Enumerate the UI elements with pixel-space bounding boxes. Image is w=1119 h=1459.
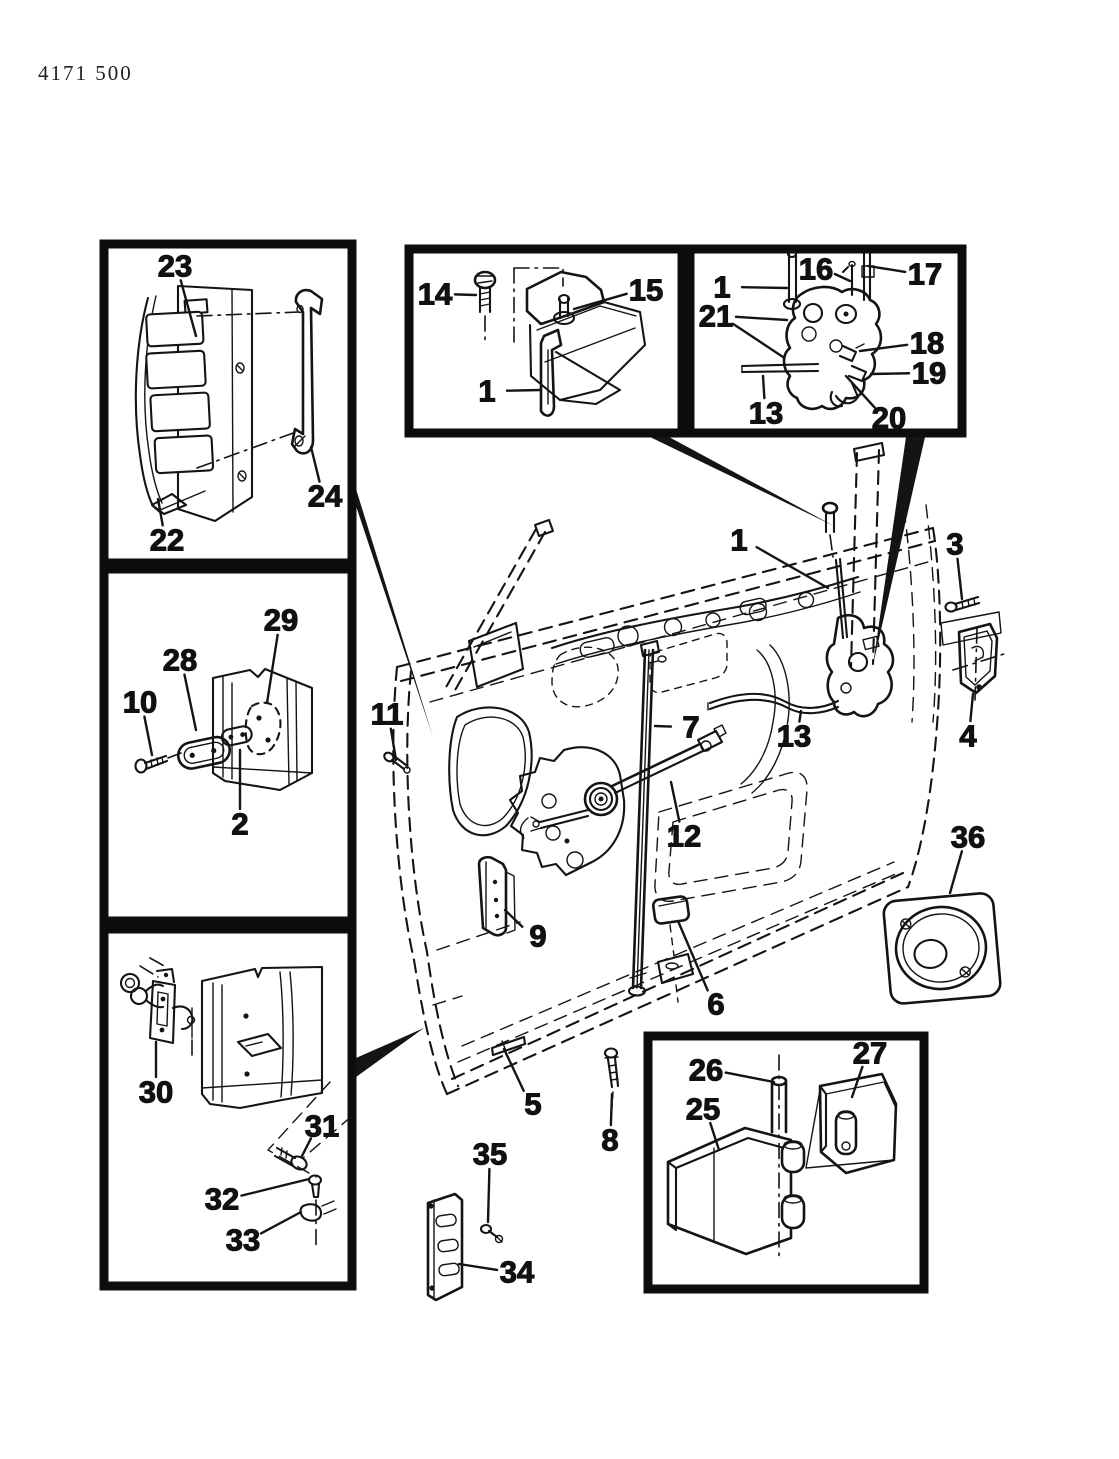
- callout-leader: [179, 279, 198, 338]
- callout-leader: [724, 1071, 776, 1084]
- callout-label: 1: [478, 374, 495, 409]
- inset-latch-detail: [740, 249, 883, 411]
- inset-frames: [99, 239, 967, 1294]
- callout-label: 28: [163, 643, 197, 678]
- spacer-block: [651, 895, 695, 1003]
- callout-label: 5: [524, 1087, 541, 1122]
- callout-leader: [143, 715, 154, 757]
- callout-label: 18: [910, 326, 944, 361]
- callout-label: 8: [601, 1123, 618, 1158]
- front-screw: [383, 751, 411, 774]
- callout-label: 1: [730, 523, 747, 558]
- callout-leader: [956, 557, 964, 601]
- callout-label: 10: [123, 685, 157, 720]
- callout-leader: [503, 908, 524, 928]
- callout-label: 29: [264, 603, 298, 638]
- callout-label: 36: [951, 820, 985, 855]
- glass-run-channel: [627, 639, 667, 997]
- callout-label: 17: [908, 257, 942, 292]
- lower-plate: [426, 1192, 504, 1302]
- inset-armrest-bracket: [134, 284, 324, 523]
- callout-label: 4: [959, 719, 977, 754]
- callout-leader: [486, 1167, 491, 1224]
- callout-label: 27: [853, 1036, 887, 1071]
- callout-leader: [731, 322, 785, 359]
- callout-label: 35: [473, 1137, 507, 1172]
- callout-leader: [850, 1065, 864, 1099]
- callout-label: 11: [371, 697, 404, 732]
- callout-label: 19: [912, 356, 946, 391]
- callout-label: 2: [231, 807, 248, 842]
- door-latch: [821, 501, 895, 718]
- callout-label: 32: [205, 1182, 239, 1217]
- callout-leader: [669, 780, 681, 823]
- callout-label: 12: [667, 819, 701, 854]
- callout-leader: [866, 264, 907, 274]
- callout-label: 6: [707, 987, 724, 1022]
- inset-door-check: [119, 957, 353, 1251]
- callout-leader: [156, 497, 164, 527]
- inset-striker-pillar: [134, 667, 314, 792]
- callout-leader: [309, 445, 321, 483]
- callout-leader: [609, 1092, 614, 1127]
- callout-label: 20: [872, 401, 906, 436]
- callout-label: 1: [713, 270, 730, 305]
- callout-label: 31: [305, 1109, 339, 1144]
- callout-label: 30: [139, 1075, 173, 1110]
- callout-leader: [740, 286, 789, 290]
- callout-leader: [676, 919, 709, 992]
- callout-label: 7: [682, 710, 699, 745]
- callout-label: 16: [799, 252, 833, 287]
- callout-label: 9: [529, 919, 546, 954]
- callout-leader: [259, 1210, 303, 1235]
- callout-leader: [300, 1137, 313, 1158]
- callout-leader: [505, 388, 543, 392]
- striker-and-bolt: [940, 595, 1005, 701]
- callout-leader: [502, 1047, 525, 1092]
- callout-label: 15: [629, 273, 663, 308]
- callout-leader: [709, 1121, 721, 1152]
- callout-label: 23: [158, 249, 192, 284]
- inset-glass-bracket: [473, 267, 647, 417]
- callout-label: 13: [777, 719, 811, 754]
- callout-leader: [240, 1177, 311, 1197]
- callout-leader: [833, 272, 852, 283]
- callout-label: 33: [226, 1223, 260, 1258]
- inset-hinges: [666, 1054, 898, 1261]
- callout-leader: [761, 374, 766, 400]
- callout-label: 25: [686, 1092, 720, 1127]
- callout-label: 22: [150, 523, 184, 558]
- speaker-grille: [882, 892, 1002, 1005]
- callout-leader: [457, 1262, 499, 1272]
- guide-bracket: [477, 855, 516, 937]
- callout-leader: [858, 343, 909, 353]
- callout-label: 13: [749, 396, 783, 431]
- callout-leader: [389, 727, 398, 762]
- callout-leader: [265, 633, 279, 705]
- callout-leader: [798, 709, 803, 723]
- window-regulator: [508, 724, 727, 877]
- callout-leader: [734, 315, 789, 322]
- callout-leader: [948, 850, 964, 895]
- callout-leader: [653, 724, 673, 728]
- callout-label: 21: [699, 299, 733, 334]
- callout-label: 26: [689, 1053, 723, 1088]
- callout-leader: [453, 293, 478, 297]
- callout-leader: [869, 372, 911, 376]
- callout-leader: [969, 692, 975, 723]
- callout-label: 14: [418, 277, 453, 312]
- callout-leader: [572, 292, 628, 311]
- callout-leader: [844, 374, 876, 409]
- callout-leader: [183, 673, 198, 732]
- callout-label: 34: [500, 1255, 535, 1290]
- callout-leader: [755, 545, 830, 590]
- page-code: 4171 500: [38, 61, 133, 85]
- callout-label: 3: [946, 527, 963, 562]
- callout-label: 24: [308, 479, 343, 514]
